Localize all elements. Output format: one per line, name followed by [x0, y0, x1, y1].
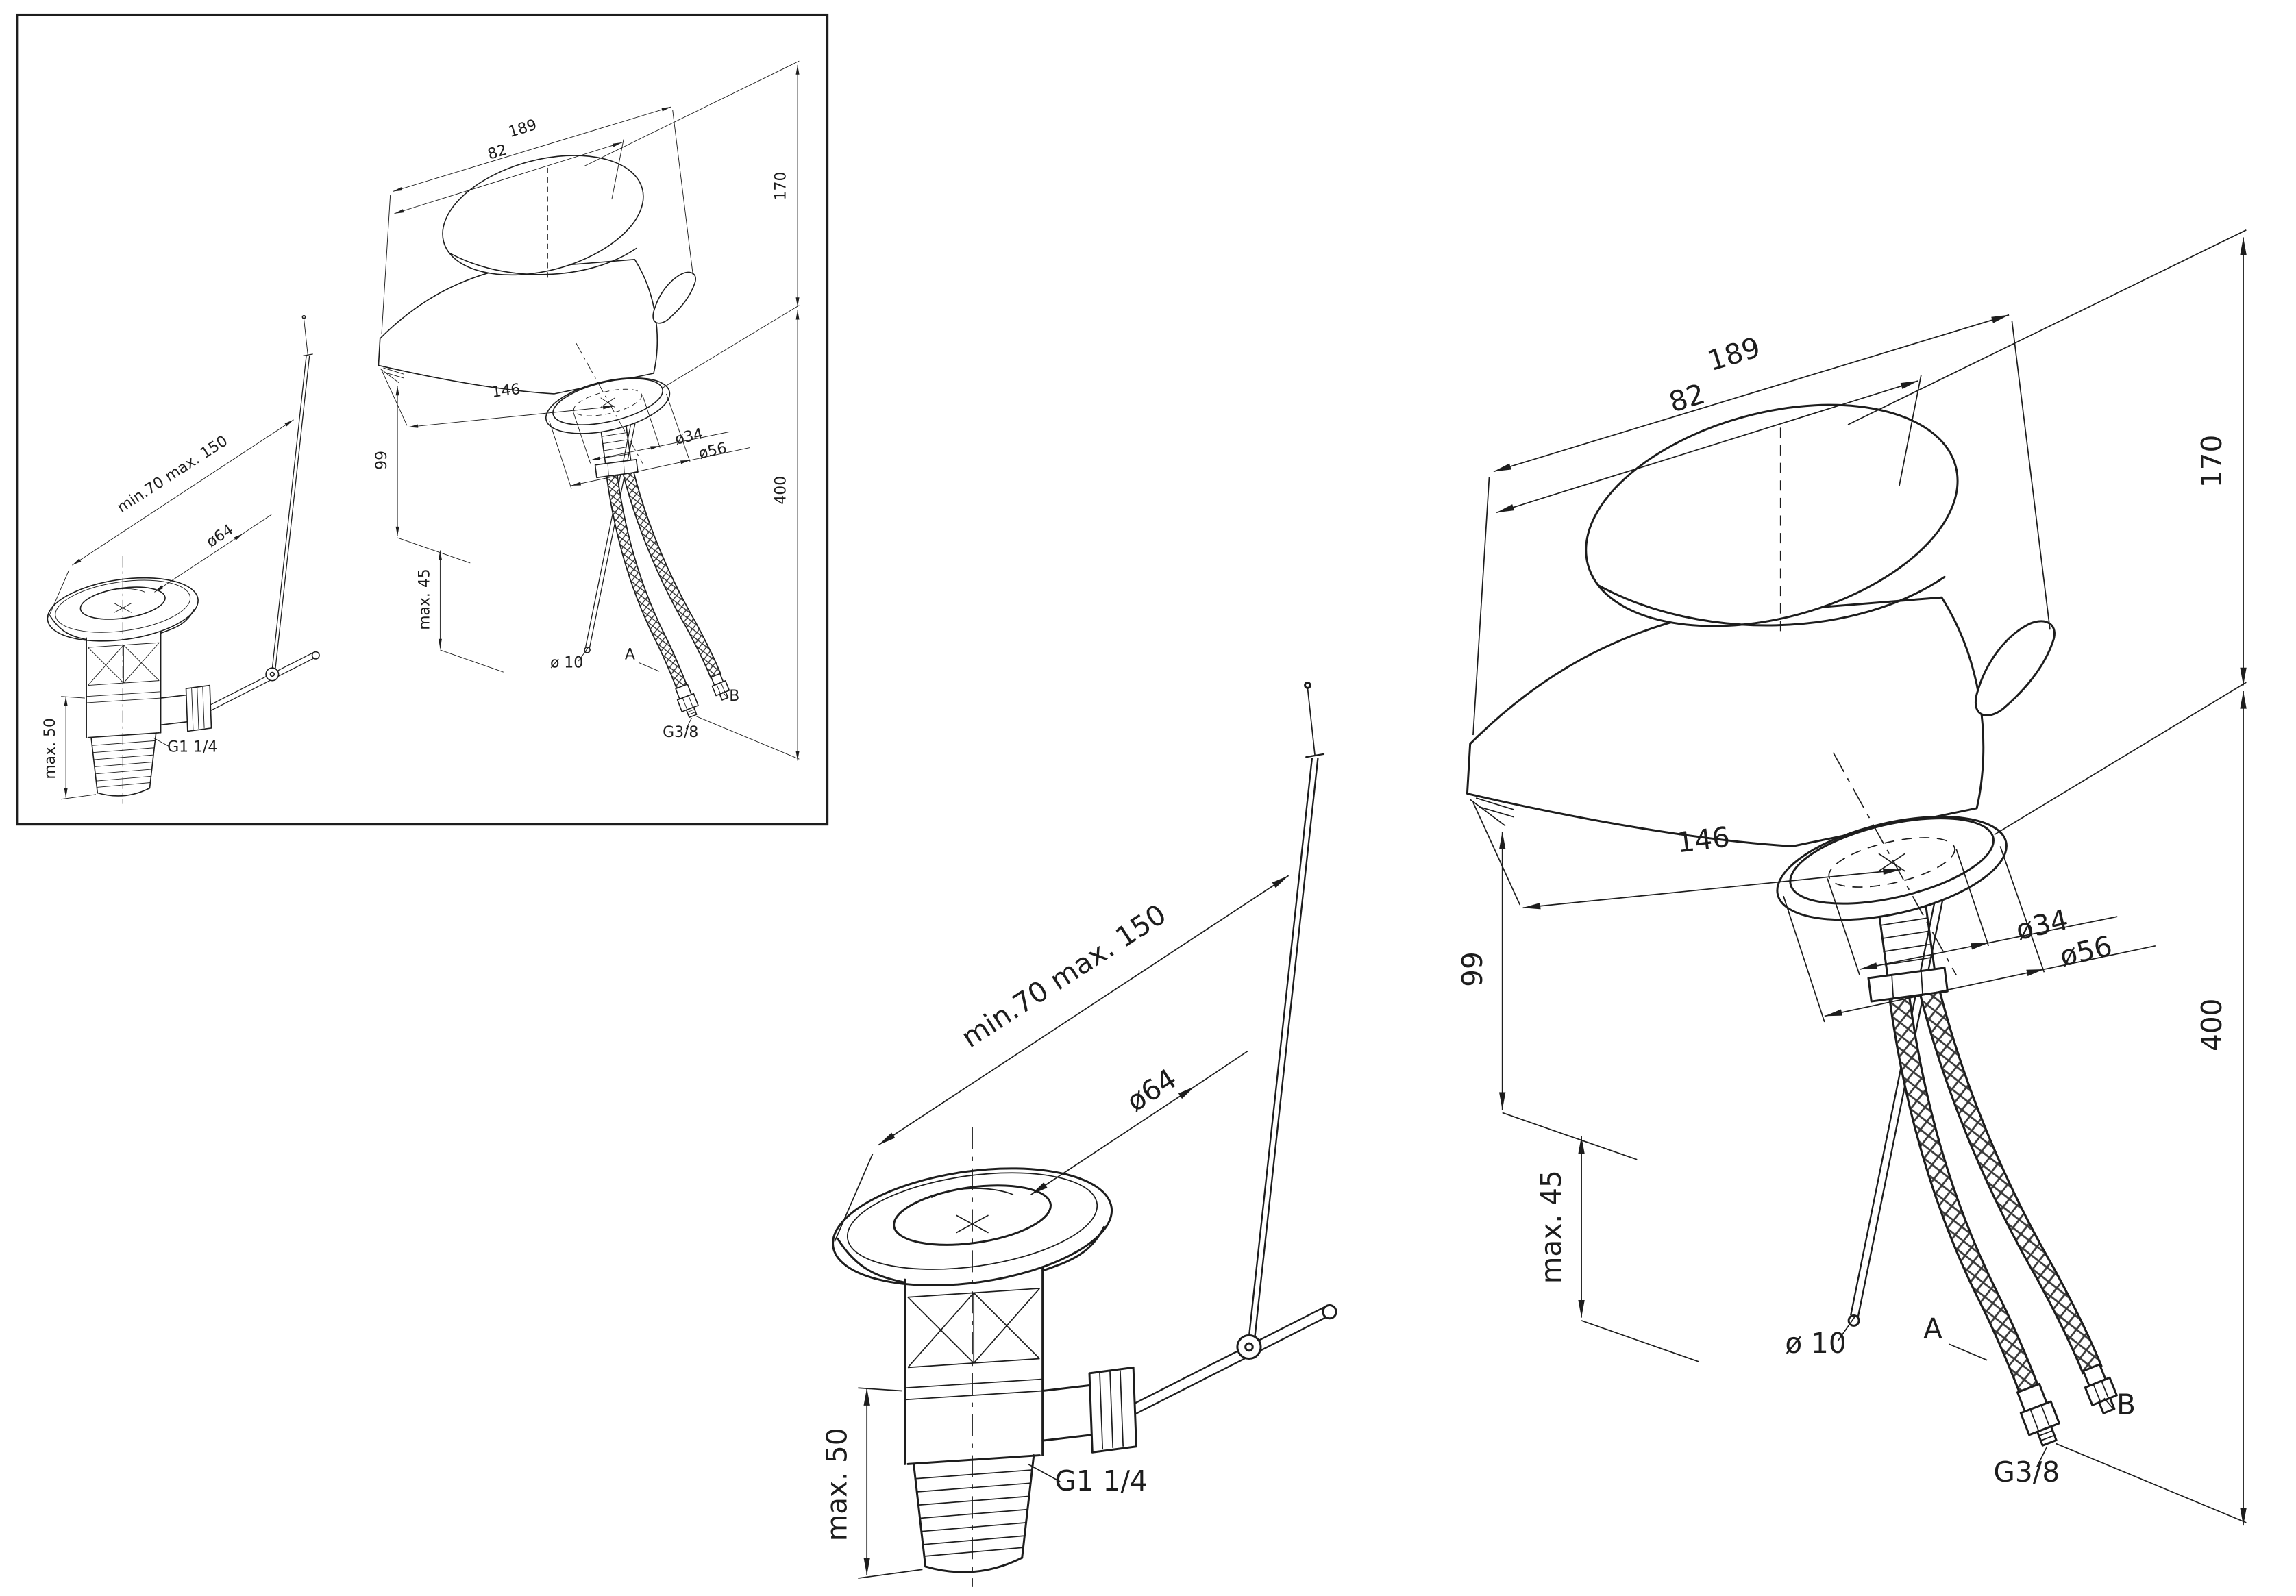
- dim-label-max50: max. 50: [820, 1427, 853, 1541]
- mounting-shank: [1867, 902, 1949, 1003]
- dim-label-400: 400: [2195, 999, 2228, 1051]
- faucet-assembly-drawing: 189 82 170 400 146 99 max. 45 ø3: [1456, 229, 2247, 1526]
- dim-label-99: 99: [1456, 951, 1489, 987]
- thumbnail-faucet-drawing: [373, 61, 799, 760]
- pull-rod: [1246, 682, 1325, 1351]
- dim-label-rod-range: min.70 max. 150: [955, 897, 1172, 1054]
- label-thread-g114: G1 1/4: [1054, 1464, 1148, 1497]
- dim-label-82: 82: [1665, 377, 1708, 419]
- thumbnail-overview: [42, 61, 799, 804]
- dim-label-170: 170: [2195, 435, 2228, 488]
- drain-body: [836, 1127, 1137, 1587]
- flex-hoses: [1888, 984, 2103, 1395]
- thumbnail-border: [16, 13, 829, 826]
- dim-label-189: 189: [1703, 331, 1764, 378]
- hose-fitting-b: [2082, 1363, 2118, 1414]
- thumbnail-drain-drawing: [42, 316, 319, 804]
- faucet-body: [1466, 403, 1985, 848]
- drain-art: [832, 682, 1337, 1587]
- lever-handle: [1975, 620, 2056, 716]
- drain-assembly-drawing: min.70 max. 150 ø64 max. 50 G1 1/4: [820, 682, 1337, 1587]
- label-hose-a: A: [1923, 1312, 1942, 1345]
- dim-label-dia64: ø64: [1121, 1062, 1183, 1118]
- label-thread-g38: G3/8: [1993, 1456, 2060, 1488]
- dim-label-dia10: ø 10: [1785, 1327, 1846, 1360]
- ball-rod: [1129, 1304, 1337, 1417]
- label-hose-b: B: [2116, 1388, 2136, 1421]
- dim-label-max45: max. 45: [1535, 1170, 1568, 1284]
- hose-fitting-a: [2016, 1382, 2060, 1447]
- dim-label-146: 146: [1675, 820, 1732, 859]
- rod-clamp: [1236, 1334, 1262, 1360]
- faucet-art: [1466, 403, 2118, 1447]
